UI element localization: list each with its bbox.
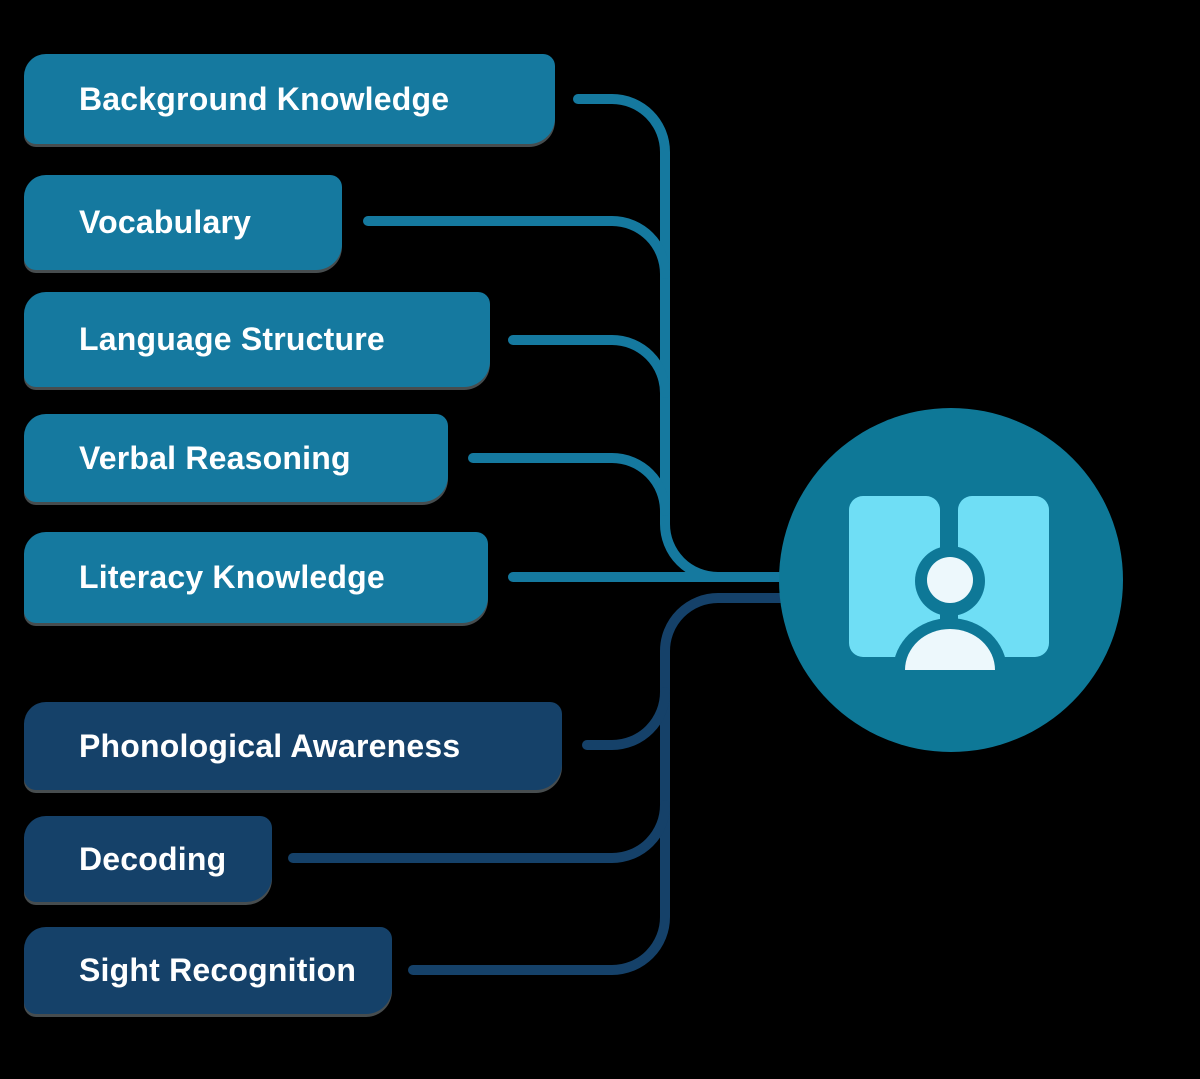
node-label: Background Knowledge	[79, 80, 450, 117]
node-label: Language Structure	[79, 321, 385, 357]
node-vocabulary: Vocabulary	[24, 175, 342, 270]
book-right-page	[958, 496, 1049, 657]
open-book-icon	[849, 496, 1049, 657]
node-label: Sight Recognition	[79, 952, 357, 988]
connector-language-structure	[508, 335, 670, 398]
node-label: Phonological Awareness	[79, 727, 461, 764]
node-label: Verbal Reasoning	[79, 439, 351, 476]
node-decoding: Decoding	[24, 816, 272, 902]
node-label: Decoding	[79, 840, 227, 877]
connector-vocabulary	[363, 216, 670, 279]
node-label: Literacy Knowledge	[79, 559, 385, 595]
node-label: Vocabulary	[79, 204, 252, 240]
book-left-page	[849, 496, 940, 657]
reader-circle-badge	[779, 408, 1123, 752]
node-sight-recognition: Sight Recognition	[24, 927, 392, 1014]
node-phonological-awareness: Phonological Awareness	[24, 702, 562, 790]
connector-sight-recognition	[408, 593, 805, 975]
node-verbal-reasoning: Verbal Reasoning	[24, 414, 448, 502]
person-head	[927, 557, 973, 603]
connector-decoding	[288, 800, 670, 863]
node-language-structure: Language Structure	[24, 292, 490, 387]
connector-verbal-reasoning	[468, 453, 670, 516]
person-icon	[893, 546, 1007, 671]
connector-phonological-awareness	[582, 687, 670, 750]
person-body	[905, 629, 995, 670]
node-literacy-knowledge: Literacy Knowledge	[24, 532, 488, 623]
node-background-knowledge: Background Knowledge	[24, 54, 555, 144]
